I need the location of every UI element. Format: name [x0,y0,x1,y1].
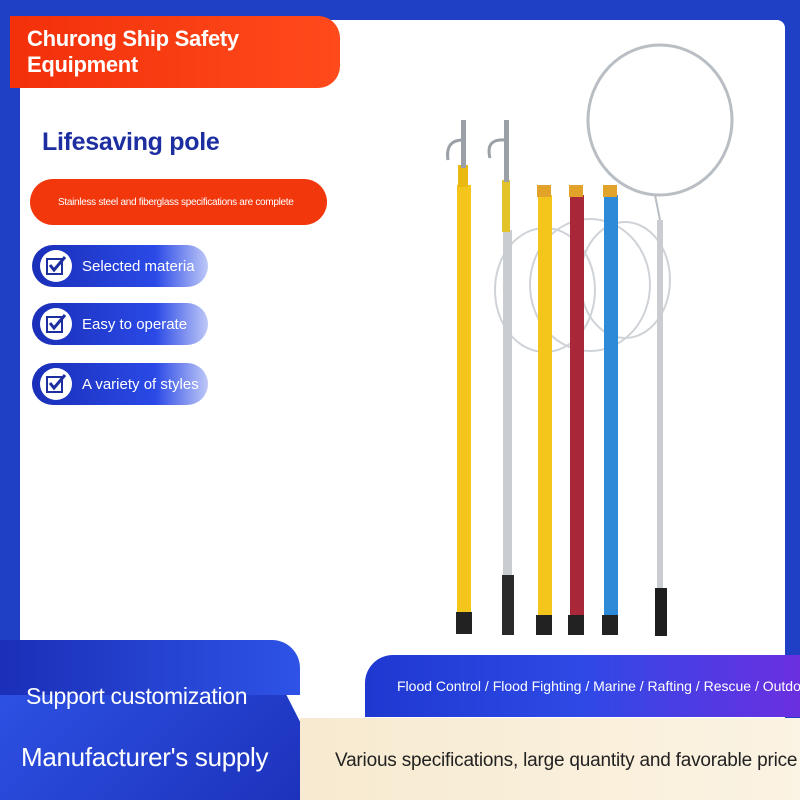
feature-variety-of-styles: A variety of styles [32,363,208,405]
feature-easy-to-operate: Easy to operate [32,303,208,345]
yellow-loop-pole [538,195,552,615]
red-loop-pole [570,195,584,615]
feature-label: Selected materia [82,257,195,275]
price-band [300,718,800,800]
silver-ring-pole [657,220,663,590]
hook [487,138,507,159]
checkbox-check-icon [40,368,72,400]
manufacturer-supply: Manufacturer's supply [21,742,269,772]
spec-text: Stainless steel and fiberglass specifica… [58,196,294,208]
feature-label: A variety of styles [82,375,199,393]
ring-stem [654,194,661,221]
checkbox-check-icon [40,308,72,340]
rescue-ring [586,43,734,197]
checkbox-check-icon [40,250,72,282]
hook [446,138,464,161]
feature-label: Easy to operate [82,315,188,333]
feature-selected-materials: Selected materia [32,245,208,287]
yellow-hook-pole [457,185,471,615]
wire-loop [529,218,651,352]
blue-loop-pole [604,195,618,615]
spec-pill: Stainless steel and fiberglass specifica… [30,179,327,225]
support-customization: Support customization [26,683,248,709]
silver-hook-pole [503,230,512,575]
brand-name: Churong Ship Safety Equipment [27,26,239,77]
usage-tags: Flood Control / Flood Fighting / Marine … [365,655,800,717]
bottom-left-tab [0,640,300,695]
usage-tags-text: Flood Control / Flood Fighting / Marine … [397,678,800,694]
price-note: Various specifications, large quantity a… [335,750,798,771]
brand-banner: Churong Ship Safety Equipment [10,16,340,88]
product-title: Lifesaving pole [42,128,220,156]
